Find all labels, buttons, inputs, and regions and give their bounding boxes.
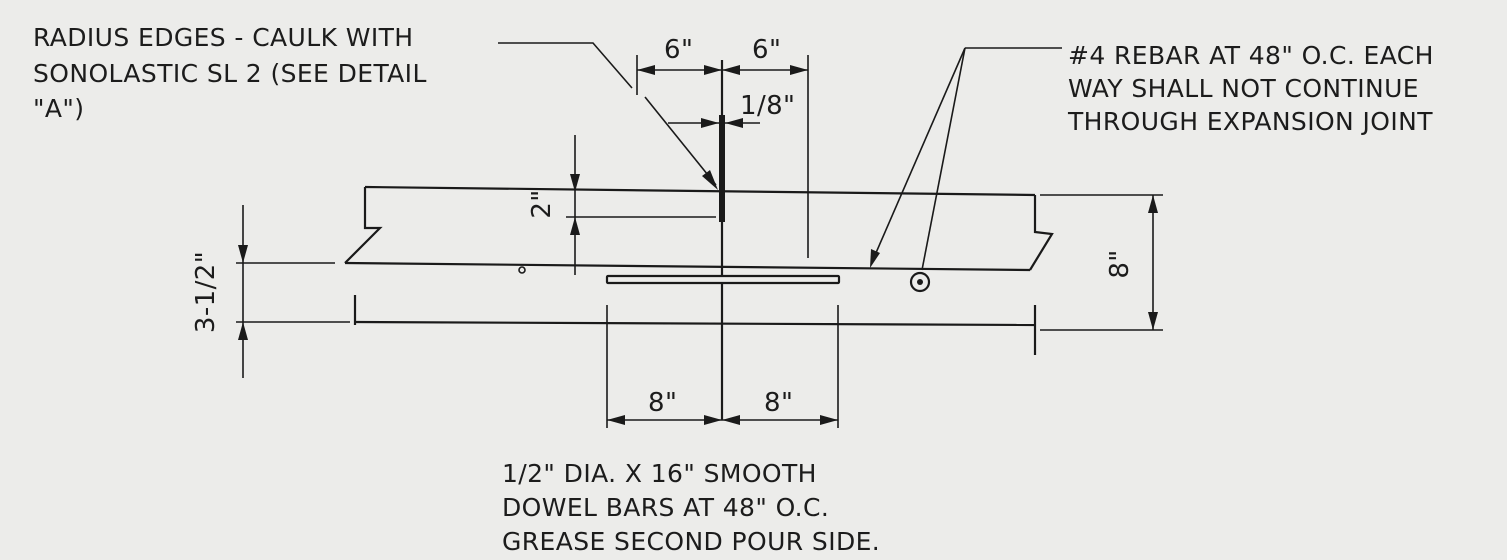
left-break-line [344,187,383,264]
dimension-slab-thickness: 8" [1105,195,1158,330]
dim-label-bottom-right: 8" [764,388,793,418]
dim-label-joint-depth: 2" [527,189,557,218]
arrowhead [870,249,880,268]
arrowhead [1148,195,1158,213]
concrete-slab [344,185,1054,355]
dowel-plane-line [344,261,1031,272]
dimension-bottom-left: 8" [607,388,722,425]
arrowhead [570,217,580,235]
arrowhead [725,118,743,128]
dimension-joint-width: 1/8" [668,91,795,128]
arrowhead [238,245,248,263]
arrowhead [701,118,719,128]
dimension-dowel-height: 3-1/2" [191,205,248,378]
caulk-leader-line-upper [498,42,633,89]
rebar-leader-to-bar [871,47,966,263]
arrowhead [790,65,808,75]
dim-label-slab-thickness: 8" [1105,249,1135,278]
arrowhead [704,415,722,425]
rebar-note-line-3: THROUGH EXPANSION JOINT [1067,107,1433,136]
dowel-note-line-2: DOWEL BARS AT 48" O.C. [502,493,829,522]
rebar-note-line-1: #4 REBAR AT 48" O.C. EACH [1068,41,1434,70]
rebar-section-core [917,279,923,285]
arrowhead [820,415,838,425]
rebar-note-line-2: WAY SHALL NOT CONTINUE [1068,74,1419,103]
dowel-note-line-1: 1/2" DIA. X 16" SMOOTH [502,459,817,488]
caulk-leader [498,42,718,190]
dimension-bottom-right: 8" [722,388,838,425]
caulk-note-line-3: "A") [33,94,84,123]
arrowhead [570,174,580,192]
arrowhead [722,65,740,75]
dowel-note: 1/2" DIA. X 16" SMOOTH DOWEL BARS AT 48"… [502,459,880,556]
arrowhead [607,415,625,425]
caulk-leader-line [644,96,717,186]
slab-top-edge [364,185,1036,197]
dimension-top-left: 6" [637,35,722,75]
dim-label-dowel-height: 3-1/2" [191,251,221,333]
arrowhead [1148,312,1158,330]
arrowhead [704,65,722,75]
joint-filler [719,115,725,222]
rebar-leaders [870,47,1062,271]
arrowhead [722,415,740,425]
dowel-note-line-3: GREASE SECOND POUR SIDE. [502,527,880,556]
right-break-line [1029,195,1054,271]
dim-label-joint-width: 1/8" [740,91,795,121]
dim-label-top-right: 6" [752,35,781,65]
caulk-note: RADIUS EDGES - CAULK WITH SONOLASTIC SL … [33,23,427,123]
extension-lines [236,55,1163,428]
rebar-leader-to-section [921,47,966,271]
arrowhead [702,170,718,190]
dim-label-top-left: 6" [664,35,693,65]
dimension-top-right: 6" [722,35,808,75]
dimension-joint-depth: 2" [527,135,580,275]
arrowhead [238,322,248,340]
rebar-note: #4 REBAR AT 48" O.C. EACH WAY SHALL NOT … [1067,41,1434,136]
rebar-section [909,271,931,293]
slab-bottom-edge [354,320,1036,327]
dim-label-bottom-left: 8" [648,388,677,418]
arrowhead [637,65,655,75]
aggregate-dot [518,266,526,274]
caulk-note-line-2: SONOLASTIC SL 2 (SEE DETAIL [33,59,427,88]
caulk-note-line-1: RADIUS EDGES - CAULK WITH [33,23,413,52]
dowel-bar [605,274,841,285]
expansion-joint [518,60,931,420]
